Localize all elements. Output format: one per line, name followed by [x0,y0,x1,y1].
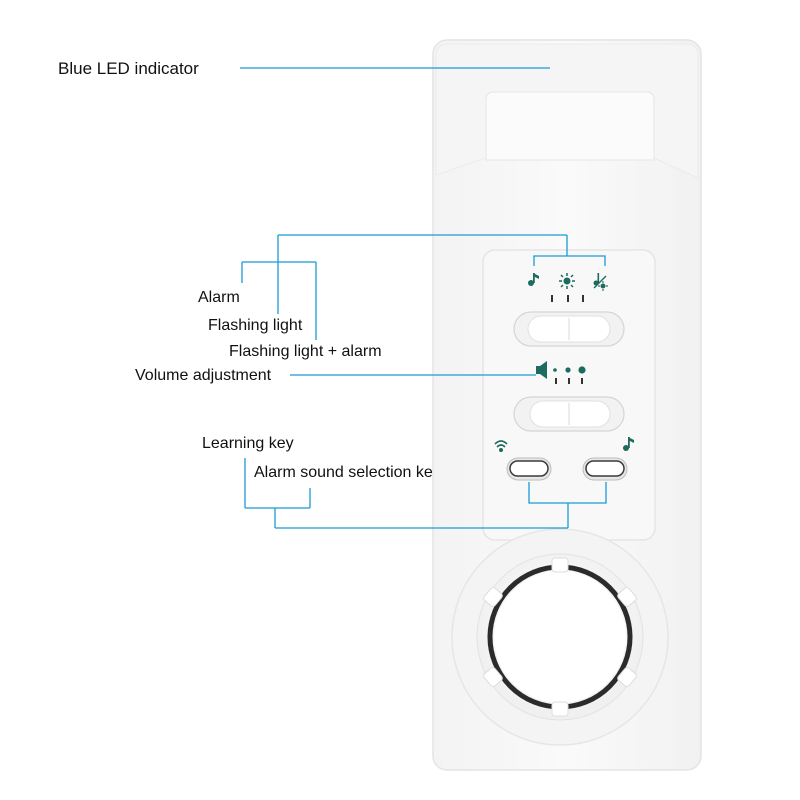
mode-icons [528,273,608,291]
learning-key-label: Learning key [202,435,294,452]
speaker-grille [451,528,669,746]
music-note-icon [623,437,634,451]
wifi-icon [494,440,508,452]
mode-ticks [551,295,584,302]
blue-led-indicator-label: Blue LED indicator [58,59,199,78]
sun-icon [559,273,575,289]
alarm-sound-selection-key-button[interactable] [582,457,628,481]
flashing-light-alarm-label: Flashing light + alarm [229,343,382,360]
leader-lines [240,67,607,529]
note-sun-combo-icon [593,273,608,291]
speaker-icon [536,361,547,379]
alarm-label: Alarm [198,289,240,306]
flashing-light-label: Flashing light [208,317,303,334]
mode-slider[interactable] [513,311,625,347]
volume-adjustment-label: Volume adjustment [135,367,272,384]
volume-slider[interactable] [513,396,625,432]
learning-key-button[interactable] [506,457,552,481]
control-panel [482,249,656,541]
music-note-icon [528,273,539,286]
volume-icons [536,361,586,384]
alarm-sound-selection-key-label: Alarm sound selection key [254,464,441,481]
